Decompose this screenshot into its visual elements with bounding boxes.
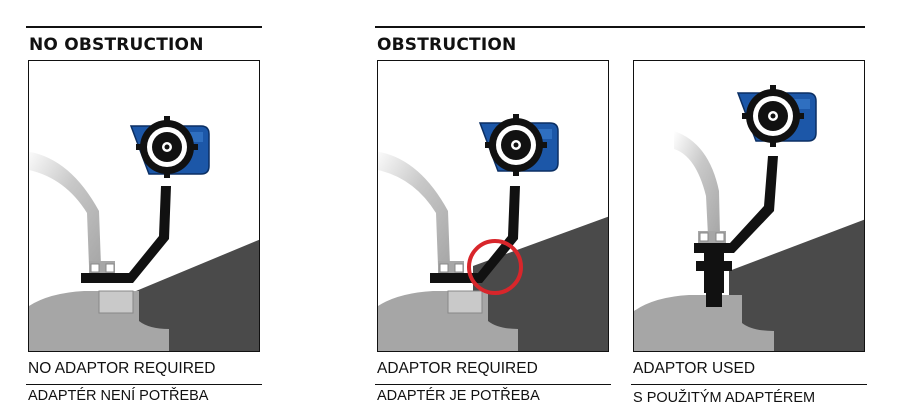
valve-stem-shadow <box>674 131 720 236</box>
subcaption-adaptor-used: S POUŽITÝM ADAPTÉREM <box>633 390 816 406</box>
section-title-no-obstruction: NO OBSTRUCTION <box>29 35 204 55</box>
caption-rule-2 <box>375 384 611 385</box>
caption-adaptor-required: ADAPTOR REQUIRED <box>377 360 538 377</box>
diagram-no-obstruction <box>29 116 259 351</box>
sensor-arm <box>430 186 520 283</box>
panel-no-obstruction <box>28 60 260 352</box>
obstruction-shape <box>729 219 864 351</box>
wheel-rim <box>378 291 518 351</box>
section-title-obstruction: OBSTRUCTION <box>377 35 517 55</box>
sensor-arm <box>81 186 171 283</box>
subcaption-no-adaptor-required: ADAPTÉR NENÍ POTŘEBA <box>28 388 209 404</box>
panel-adaptor-used <box>633 60 865 352</box>
adaptor-body <box>704 253 724 293</box>
panel-adaptor-required <box>377 60 609 352</box>
collision-highlight-circle <box>467 239 523 295</box>
diagram-adaptor-used <box>634 85 864 351</box>
wheel-rim <box>634 295 774 351</box>
valve-stem-shadow <box>378 151 450 266</box>
header-rule-left <box>26 26 262 28</box>
obstruction-shape <box>124 239 259 351</box>
header-rule-right <box>375 26 865 28</box>
caption-rule-3 <box>631 384 867 385</box>
sensor-arm <box>694 156 778 253</box>
subcaption-adaptor-required: ADAPTÉR JE POTŘEBA <box>377 388 540 404</box>
caption-rule-1 <box>26 384 262 385</box>
diagram-adaptor-required <box>378 114 608 351</box>
wheel-rim <box>29 291 169 351</box>
valve-stem-shadow <box>29 151 101 266</box>
obstruction-shape <box>473 216 608 351</box>
caption-no-adaptor-required: NO ADAPTOR REQUIRED <box>28 360 216 377</box>
caption-adaptor-used: ADAPTOR USED <box>633 360 756 377</box>
